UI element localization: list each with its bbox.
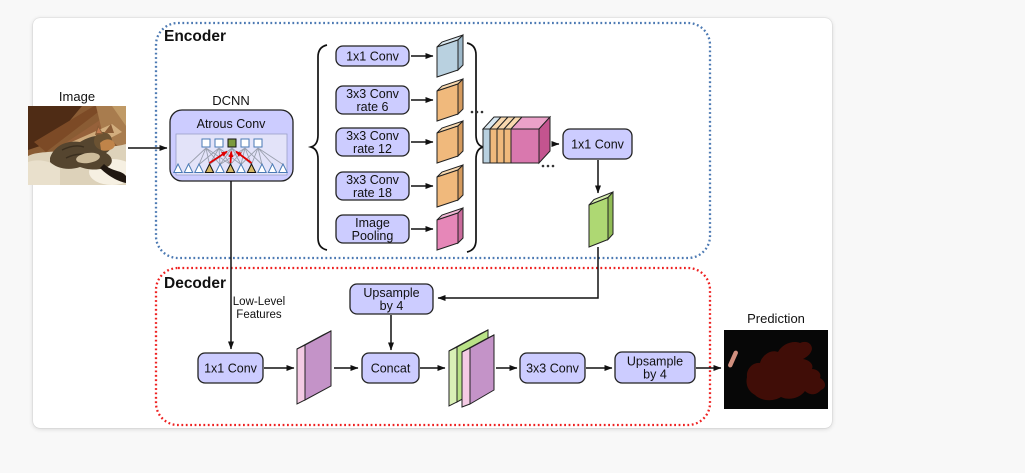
svg-text:Pooling: Pooling xyxy=(352,229,394,243)
aspp-branch-1x1-conv: 1x1 Conv xyxy=(335,45,410,67)
prediction-image xyxy=(724,330,828,409)
concatenated-decoder-stack xyxy=(448,329,495,408)
atrous-conv-diagram xyxy=(172,133,289,176)
input-image-label: Image xyxy=(59,89,95,104)
encoder-label: Encoder xyxy=(164,28,226,45)
dcnn-node: Atrous Conv xyxy=(169,109,294,182)
atrous-input-triangles xyxy=(172,162,289,173)
aspp-branch-rate6: 3x3 Conv rate 6 xyxy=(335,85,410,115)
concat-node: Concat xyxy=(361,352,420,384)
upsample-out-node: Upsample by 4 xyxy=(614,351,696,384)
prediction-stripe-mask xyxy=(728,350,738,368)
svg-text:3x3 Conv: 3x3 Conv xyxy=(346,173,400,187)
svg-text:Upsample: Upsample xyxy=(627,355,683,369)
aspp-slab-pooling xyxy=(436,206,464,251)
dcnn-title: DCNN xyxy=(212,93,250,108)
aspp-slab-1x1 xyxy=(436,33,464,78)
decoder-label: Decoder xyxy=(164,275,226,292)
atrous-conv-label: Atrous Conv xyxy=(197,117,267,131)
svg-text:1x1 Conv: 1x1 Conv xyxy=(346,50,400,64)
svg-text:Image: Image xyxy=(355,216,390,230)
aspp-slab-rate18 xyxy=(436,163,464,208)
aspp-slab-rate12 xyxy=(436,119,464,164)
figure-card xyxy=(33,18,832,428)
aspp-branch-rate12: 3x3 Conv rate 12 xyxy=(335,127,410,157)
atrous-red-connections xyxy=(209,150,253,164)
aspp-branch-arrows xyxy=(411,53,434,232)
aspp-slab-rate6 xyxy=(436,77,464,122)
encoder-region-border xyxy=(154,21,712,260)
prediction-label: Prediction xyxy=(747,311,805,326)
aspp-branch-image-pooling: Image Pooling xyxy=(335,214,410,244)
svg-text:1x1 Conv: 1x1 Conv xyxy=(204,362,258,376)
arrow-encoder-to-upsample xyxy=(437,247,599,301)
atrous-filter-squares xyxy=(201,138,263,148)
svg-text:Concat: Concat xyxy=(371,362,411,376)
ellipsis-dots-bottom xyxy=(541,164,555,168)
svg-text:3x3 Conv: 3x3 Conv xyxy=(346,129,400,143)
concat-feature-stack xyxy=(470,110,555,168)
encoder-output-slab xyxy=(588,190,614,248)
aspp-brace-left xyxy=(307,44,328,251)
svg-text:rate 18: rate 18 xyxy=(353,186,392,200)
svg-text:by 4: by 4 xyxy=(643,368,667,382)
svg-text:3x3 Conv: 3x3 Conv xyxy=(526,362,580,376)
svg-text:by 4: by 4 xyxy=(380,299,404,313)
svg-text:rate 6: rate 6 xyxy=(357,100,389,114)
ellipsis-dots-top xyxy=(470,110,484,114)
low-level-features-line2: Features xyxy=(236,309,282,321)
svg-text:rate 12: rate 12 xyxy=(353,142,392,156)
aspp-branch-rate18: 3x3 Conv rate 18 xyxy=(335,171,410,201)
svg-text:3x3 Conv: 3x3 Conv xyxy=(346,87,400,101)
conv3x3-node: 3x3 Conv xyxy=(519,352,586,384)
svg-text:1x1 Conv: 1x1 Conv xyxy=(571,138,625,152)
prediction-cat-mask xyxy=(746,341,826,401)
svg-text:Upsample: Upsample xyxy=(363,286,419,300)
projection-conv-node: 1x1 Conv xyxy=(562,128,633,160)
low-level-conv-node: 1x1 Conv xyxy=(197,352,264,384)
low-level-feature-slab xyxy=(296,330,332,405)
upsample-mid-node: Upsample by 4 xyxy=(349,283,434,315)
low-level-features-line1: Low-Level xyxy=(233,296,285,308)
input-image xyxy=(28,106,126,185)
aspp-brace-right xyxy=(466,42,487,253)
decoder-region-border xyxy=(154,266,712,427)
